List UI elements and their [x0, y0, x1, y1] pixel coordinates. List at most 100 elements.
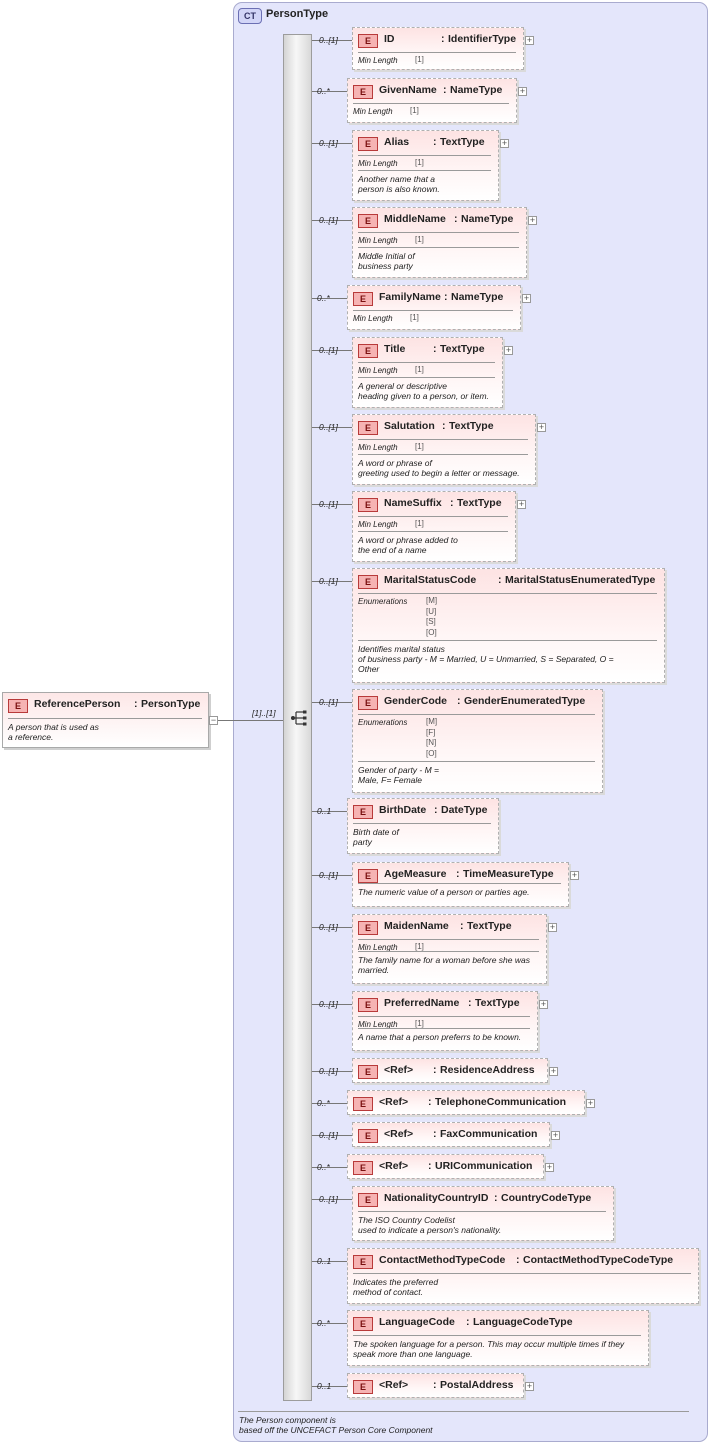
expand-button[interactable]: + [518, 86, 527, 96]
element-description: The ISO Country Codelist used to indicat… [358, 1215, 502, 1235]
element-type: MaritalStatusEnumeratedType [505, 574, 656, 586]
expand-button[interactable]: + [525, 35, 534, 45]
element-connector [312, 1261, 347, 1262]
element-description: Birth date of party [353, 827, 399, 847]
element-divider [358, 714, 595, 715]
expand-button[interactable]: + [551, 1130, 560, 1140]
expand-button[interactable]: + [570, 870, 579, 880]
element-type: TextType [449, 420, 494, 432]
expand-button[interactable]: + [528, 215, 537, 225]
facet-value: [1] [415, 158, 424, 167]
element-type-separator: : [498, 574, 502, 586]
element-description: Middle Initial of business party [358, 251, 415, 271]
expand-button[interactable]: + [522, 293, 531, 303]
collapse-button[interactable]: − [209, 715, 218, 725]
element-connector [312, 427, 352, 428]
element-badge: E [353, 1161, 373, 1175]
element-badge: E [358, 214, 378, 228]
facet-label: Min Length [353, 314, 393, 323]
element-badge: E [353, 805, 373, 819]
element-description: A general or descriptive heading given t… [358, 381, 489, 401]
element-divider [358, 454, 528, 455]
element-name: FamilyName [379, 291, 441, 303]
element-name: BirthDate [379, 804, 427, 816]
expand-button[interactable]: + [539, 999, 548, 1009]
root-element-type: PersonType [141, 698, 201, 710]
element-divider [358, 951, 539, 952]
expand-button[interactable]: + [525, 1381, 534, 1391]
expand-button[interactable]: + [545, 1162, 554, 1172]
expand-button[interactable]: + [548, 922, 557, 932]
expand-button[interactable]: + [500, 138, 509, 148]
element-box[interactable]: E<Ref>:URICommunication [347, 1154, 544, 1179]
facet-label: Min Length [358, 943, 398, 952]
element-connector [312, 1004, 352, 1005]
element-connector [312, 1135, 352, 1136]
element-type-separator: : [428, 1160, 432, 1172]
expand-button[interactable]: + [549, 1066, 558, 1076]
element-description: The spoken language for a person. This m… [353, 1339, 625, 1359]
element-cardinality: 0..[1] [319, 1130, 338, 1140]
element-name: Title [384, 343, 406, 355]
element-type: NameType [450, 84, 503, 96]
element-type-separator: : [457, 695, 461, 707]
element-divider [358, 1016, 530, 1017]
element-badge: E [358, 1129, 378, 1143]
element-box[interactable]: E<Ref>:FaxCommunication [352, 1122, 550, 1147]
element-badge: E [358, 575, 378, 589]
element-name: NationalityCountryID [384, 1192, 489, 1204]
facet-value: [1] [415, 55, 424, 64]
element-badge: E [358, 1065, 378, 1079]
expand-button[interactable]: + [537, 422, 546, 432]
element-badge: E [358, 1193, 378, 1207]
root-element-box[interactable]: E ReferencePerson : PersonType A person … [2, 692, 209, 748]
element-connector [312, 1199, 352, 1200]
element-cardinality: 0..* [317, 1318, 330, 1328]
root-cardinality: [1]..[1] [252, 708, 276, 718]
element-type: NameType [461, 213, 514, 225]
element-divider [358, 939, 539, 940]
element-type-separator: : [428, 1096, 432, 1108]
element-type-separator: : [433, 1128, 437, 1140]
element-badge: E [358, 921, 378, 935]
element-cardinality: 0..* [317, 1162, 330, 1172]
element-name: GenderCode [384, 695, 448, 707]
element-divider [358, 516, 508, 517]
facet-label: Min Length [358, 236, 398, 245]
element-box[interactable]: E<Ref>:PostalAddress [347, 1373, 524, 1398]
element-type-separator: : [433, 1379, 437, 1391]
facet-value: [1] [415, 942, 424, 951]
element-divider [358, 761, 595, 762]
element-divider [358, 1028, 530, 1029]
expand-button[interactable]: + [504, 345, 513, 355]
element-name: LanguageCode [379, 1316, 455, 1328]
facet-value: [M] [F] [N] [O] [426, 717, 438, 758]
element-divider [358, 593, 657, 594]
expand-button[interactable]: + [586, 1098, 595, 1108]
element-badge: E [358, 498, 378, 512]
element-type: TextType [457, 497, 502, 509]
element-description: The numeric value of a person or parties… [358, 887, 530, 897]
element-name: MaidenName [384, 920, 449, 932]
facet-label: Min Length [358, 520, 398, 529]
element-box[interactable]: E<Ref>:ResidenceAddress [352, 1058, 548, 1083]
expand-button[interactable]: + [517, 499, 526, 509]
element-box[interactable]: E<Ref>:TelephoneCommunication [347, 1090, 585, 1115]
